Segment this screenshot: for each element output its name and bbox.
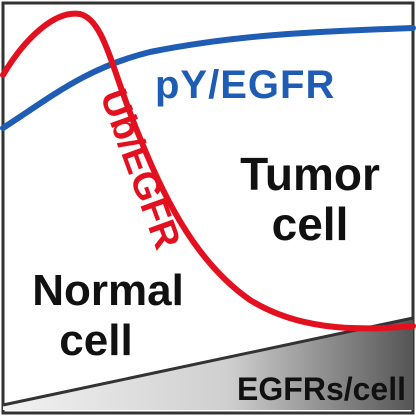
py-egfr-label: pY/EGFR [155, 63, 335, 107]
py-egfr-curve [0, 25, 416, 131]
tumor-cell-label-line1: Tumor [240, 148, 380, 200]
normal-cell-label-line1: Normal [32, 266, 184, 315]
tumor-cell-label-line2: cell [272, 198, 349, 250]
ub-egfr-curve [0, 10, 416, 332]
wedge-edge [2, 316, 414, 407]
normal-cell-label-line2: cell [59, 316, 132, 365]
egfrs-per-cell-label: EGFRs/cell [237, 371, 406, 407]
